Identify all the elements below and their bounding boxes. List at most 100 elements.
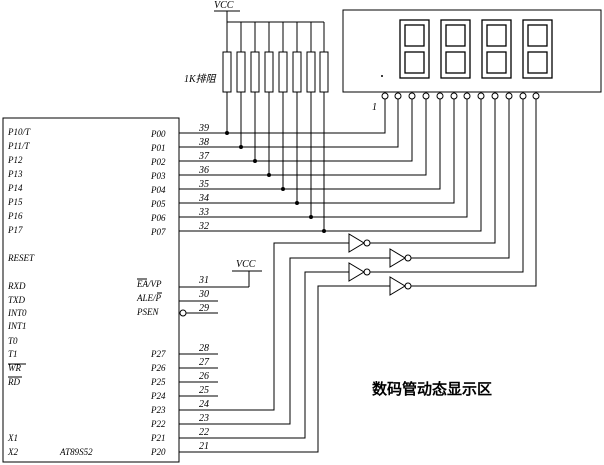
p0-pin-number: 38 (198, 137, 209, 148)
p2-pin-label: P22 (150, 419, 166, 429)
p2-pin-number: 26 (199, 371, 209, 382)
left-pin-label: T0 (8, 336, 18, 346)
inverter-gate (348, 233, 365, 253)
psen-bubble (179, 309, 187, 317)
vcc-label-ea: VCC (236, 259, 256, 270)
left-pin-label: WR (8, 363, 21, 373)
junction-dot (281, 187, 285, 191)
digit-select-wire (411, 99, 510, 259)
junction-dot (322, 229, 326, 233)
section-title: 数码管动态显示区 (372, 380, 492, 398)
p2-pin-number: 28 (199, 343, 209, 354)
display-pin1-label: 1 (372, 102, 377, 113)
p2-pin-label: P23 (150, 405, 166, 415)
junction-dot (253, 159, 257, 163)
p2-pin-number: 25 (199, 385, 209, 396)
inverter-gate (389, 276, 406, 296)
inverter-gate (389, 248, 406, 268)
left-pin-label: P13 (7, 169, 23, 179)
p2-pin-number: 27 (199, 357, 210, 368)
left-pin-label: INT1 (7, 321, 27, 331)
junction-dot (239, 145, 243, 149)
p0-pin-label: P01 (150, 143, 166, 153)
resistor (236, 51, 246, 93)
left-pin-label: P11/T (7, 141, 30, 151)
seven-seg-digits (399, 19, 553, 79)
resistor (222, 51, 232, 93)
resistor (306, 51, 316, 93)
seven-seg-digit (522, 19, 553, 79)
p0-pin-label: P02 (150, 157, 166, 167)
left-pin-label: P12 (7, 155, 23, 165)
p0-pin-label: P06 (150, 213, 166, 223)
segment-wire (179, 96, 399, 148)
ctrl-pin-number: 31 (198, 275, 209, 286)
p2-pin-label: P24 (150, 391, 166, 401)
left-pin-label: P10/T (7, 127, 31, 137)
p20-wire (179, 285, 390, 453)
digit-select-wire (370, 99, 496, 244)
left-pin-label: P15 (7, 197, 23, 207)
left-pin-label: P16 (7, 211, 23, 221)
segment-wire (179, 96, 441, 190)
digit-select-outputs (370, 99, 537, 287)
resistor (250, 51, 260, 93)
p23-wire (179, 242, 349, 411)
junction-dot (309, 215, 313, 219)
junction-dots (225, 131, 326, 233)
left-pin-label: INT0 (7, 308, 27, 318)
p2-pin-label: P27 (150, 349, 166, 359)
p2-pin-label: P21 (150, 433, 166, 443)
segment-bus (179, 96, 482, 232)
p21-wire (179, 271, 349, 439)
segment-wire (179, 96, 468, 218)
vcc-label-top: VCC (214, 0, 234, 11)
p0-pin-label: P05 (150, 199, 166, 209)
chip-name: AT89S52 (59, 447, 93, 457)
p0-pin-label: P07 (150, 227, 166, 237)
resistor (319, 51, 329, 93)
p0-pin-number: 36 (198, 165, 209, 176)
display-mark-dot (381, 75, 383, 77)
junction-dot (225, 131, 229, 135)
p22-wire (179, 257, 390, 425)
ctrl-pin-label: ALE/P (136, 293, 162, 303)
p2-pin-number: 21 (199, 441, 209, 452)
p0-pin-number: 33 (198, 207, 209, 218)
display-module-body (342, 9, 602, 93)
resistor (292, 51, 302, 93)
ctrl-pin-number: 30 (198, 289, 209, 300)
display-pins (381, 92, 540, 100)
junction-dot (267, 173, 271, 177)
resistor-network (222, 22, 329, 231)
p0-pin-number: 39 (198, 123, 209, 134)
seven-seg-digit (440, 19, 471, 79)
p0-pin-label: P04 (150, 185, 166, 195)
seven-seg-digit (481, 19, 512, 79)
left-pin-label: RXD (7, 281, 26, 291)
p0-pin-label: P00 (150, 129, 166, 139)
ctrl-pin-label: EA/VP (136, 279, 162, 289)
left-pin-label: X1 (7, 433, 18, 443)
left-pin-label: RD (7, 377, 20, 387)
mcu-chip-body (2, 117, 180, 463)
segment-wire (179, 96, 386, 134)
inverter-gate (348, 262, 365, 282)
left-pin-label: T1 (8, 349, 18, 359)
segment-wire (179, 96, 413, 162)
resistor-network-label: 1K排阻 (184, 73, 217, 85)
p0-pin-label: P03 (150, 171, 166, 181)
control-pins: EA/VP ALE/P PSEN 31 30 29 (136, 275, 209, 317)
p2-pin-number: 24 (199, 399, 209, 410)
digit-select-wire (370, 99, 524, 273)
segment-wire (179, 96, 427, 176)
segment-wire (179, 96, 482, 232)
port0-pins: P00 P01 P02 P03 P04 P05 P06 P07 39 38 37… (150, 123, 210, 237)
left-pin-labels: P10/T P11/T P12 P13 P14 P15 P16 P17 RESE… (7, 127, 35, 457)
p0-pin-number: 35 (198, 179, 209, 190)
digit-select-wire (411, 99, 537, 287)
p2-pin-number: 22 (199, 427, 209, 438)
ctrl-pin-label: PSEN (136, 307, 159, 317)
ctrl-pin-number: 29 (199, 303, 209, 314)
